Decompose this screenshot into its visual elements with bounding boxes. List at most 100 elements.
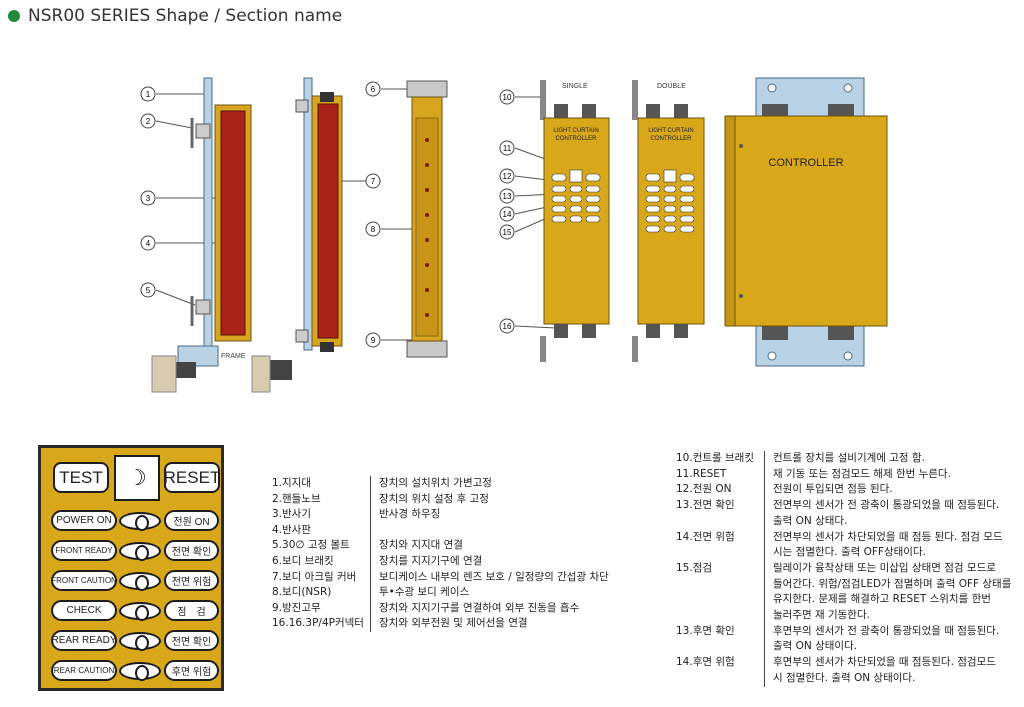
callout-6: 6 (365, 81, 381, 97)
test-button[interactable]: TEST (53, 462, 109, 493)
callout-number: 4 (146, 239, 151, 248)
callout-number: 16 (503, 322, 512, 331)
legend-desc-line: 전면부의 센서가 전 광축이 통광되었을 때 점등된다. (773, 499, 1000, 512)
legend-desc-line: 전면부의 센서가 차단되었을 때 점등 된다. 점검 모드 (773, 530, 1003, 543)
legend-desc-line: 들어간다. 위험/점검LED가 점멸하며 출력 OFF 상태를 (773, 577, 1012, 590)
single-controller-label-1: LIGHT CURTAIN (553, 128, 598, 134)
indicator-korean-label: 전원 ON (164, 510, 219, 531)
legend-part-desc: 전면부의 센서가 전 광축이 통광되었을 때 점등된다. 출력 ON 상태다. (764, 498, 1016, 530)
legend-part-name: 11.RESET (676, 467, 727, 480)
section-diagram: FRAME SINGLE LIGHT CURTAIN CONTROLLER DO… (140, 77, 888, 393)
indicator-led-icon (119, 602, 161, 621)
callout-1: 1 (140, 86, 156, 102)
callout-3: 3 (140, 190, 156, 206)
legend-desc-line: 컨트롤 장치를 설비기계에 고정 함. (773, 452, 925, 464)
indicator-korean-label: 점 검 (164, 600, 219, 621)
indicator-led-icon (119, 542, 161, 561)
legend-part-desc: 장치를 지지기구에 연결 (370, 553, 482, 570)
legend-desc-line: 시 점멸한다. 출력 ON 상태이다. (773, 671, 916, 684)
reset-button[interactable]: RESET (164, 462, 220, 493)
legend-desc-line: 시는 점멸한다. 출력 OFF상태이다. (773, 546, 926, 559)
legend-row: 8.보디(NSR)투•수광 보디 케이스 (272, 585, 609, 601)
callout-number: 12 (503, 172, 512, 181)
indicator-label: REAR CAUTION (51, 660, 117, 681)
callout-number: 1 (146, 90, 151, 99)
single-controller-label-2: CONTROLLER (555, 136, 597, 142)
callout-15: 15 (499, 224, 515, 240)
legend-part-name: 14.후면 위험 (676, 656, 735, 669)
indicator-label: FRONT CAUTION (51, 570, 117, 591)
legend-part-name: 12.전원 ON (676, 483, 732, 496)
control-panel: TEST ☽ RESET POWER ON 전원 ON FRONT READY 전면 … (38, 445, 224, 691)
callout-number: 15 (503, 228, 512, 237)
legend-part-desc: 컨트롤 장치를 설비기계에 고정 함. (764, 451, 1016, 467)
indicator-korean-label: 전면 위험 (164, 570, 219, 591)
callout-number: 10 (503, 93, 512, 102)
legend-part-desc: 전원이 투입되면 점등 된다. (764, 482, 1016, 499)
callout-number: 13 (503, 192, 512, 201)
legend-part-name: 16.16.3P/4P커넥터 (272, 617, 364, 630)
callout-number: 9 (371, 336, 376, 345)
legend-right: 10.컨트롤 브래킷 컨트롤 장치를 설비기계에 고정 함. 11.RESET 재 기… (676, 451, 1016, 687)
bullet-dot-icon (8, 10, 20, 22)
legend-row: 1.지지대 장치의 설치위치 가변고정 (272, 476, 609, 492)
callout-number: 7 (371, 177, 376, 186)
callout-16: 16 (499, 318, 515, 334)
legend-part-desc: 장치와 지지기구를 연결하여 외부 진동을 흡수 (370, 600, 579, 617)
callout-number: 5 (146, 286, 151, 295)
legend-part-name: 10.컨트롤 브래킷 (676, 452, 754, 464)
indicator-led-icon (119, 662, 161, 681)
legend-row: 10.컨트롤 브래킷 컨트롤 장치를 설비기계에 고정 함. (676, 451, 1016, 467)
legend-desc-line: 릴레이가 융착상태 또는 미삽입 상태면 점검 모드로 (773, 561, 996, 574)
callout-8: 8 (365, 221, 381, 237)
single-label: SINGLE (562, 83, 588, 90)
legend-desc-line: 후면부의 센서가 전 광축이 통광되었을 때 점등된다. (773, 624, 1000, 637)
callout-9: 9 (365, 332, 381, 348)
legend-part-desc (370, 522, 382, 539)
legend-part-name: 2.핸들노브 (272, 492, 321, 505)
legend-part-name: 15.점검 (676, 561, 713, 574)
legend-desc-line: 출력 ON 상태다. (773, 514, 848, 527)
title-text: NSR00 SERIES Shape / Section name (28, 6, 343, 26)
legend-desc-line: 전원이 투입되면 점등 된다. (773, 483, 893, 496)
double-controller-label-1: LIGHT CURTAIN (648, 128, 693, 134)
legend-row: 4.반사판 (272, 522, 609, 539)
indicator-led-icon (119, 632, 161, 651)
indicator-label: POWER ON (51, 510, 117, 531)
callout-number: 2 (146, 117, 151, 126)
indicator-led-icon (119, 512, 161, 531)
indicator-korean-label: 후면 위험 (164, 660, 219, 681)
legend-part-name: 13.후면 확인 (676, 624, 735, 637)
legend-part-desc: 후면부의 센서가 전 광축이 통광되었을 때 점등된다. 출력 ON 상태이다. (764, 623, 1016, 656)
indicator-label: FRONT READY (51, 540, 117, 561)
callout-11: 11 (499, 140, 515, 156)
legend-row: 11.RESET 재 기동 또는 점검모드 해제 한번 누른다. (676, 466, 1016, 483)
callout-number: 14 (503, 210, 512, 219)
legend-part-desc: 재 기동 또는 점검모드 해제 한번 누른다. (764, 466, 1016, 483)
legend-row: 12.전원 ON 전원이 투입되면 점등 된다. (676, 482, 1016, 499)
callout-12: 12 (499, 168, 515, 184)
indicator-led-icon (119, 572, 161, 591)
callout-7: 7 (365, 173, 381, 189)
legend-part-name: 1.지지대 (272, 477, 311, 489)
callout-number: 8 (371, 225, 376, 234)
moon-icon: ☽ (114, 455, 160, 501)
legend-desc-line: 출력 ON 상태이다. (773, 640, 858, 653)
legend-part-desc: 장치의 설치위치 가변고정 (370, 476, 492, 492)
indicator-label: CHECK (51, 600, 117, 621)
callout-5: 5 (140, 282, 156, 298)
frame-label: FRAME (221, 353, 246, 360)
double-controller-label-2: CONTROLLER (650, 136, 692, 142)
